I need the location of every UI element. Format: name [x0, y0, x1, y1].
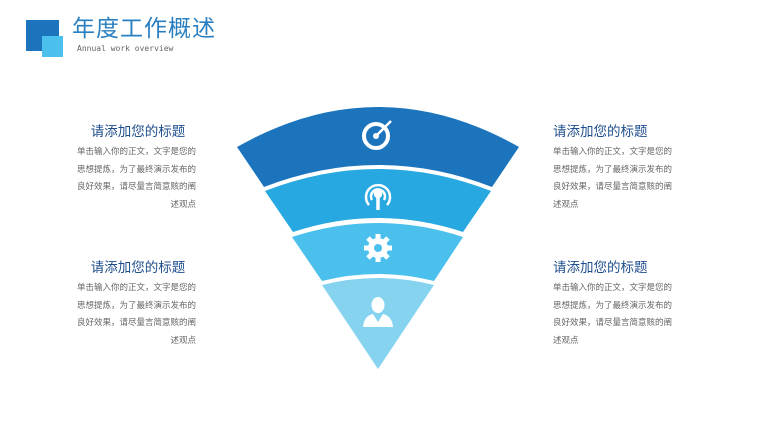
block-body: 单击输入你的正文，文字是您的思想提炼，为了最终演示发布的良好效果，请尽量言简意赅…: [553, 147, 673, 210]
gear-icon: [364, 234, 392, 262]
block-title: 请添加您的标题: [553, 124, 648, 140]
person-icon: [363, 297, 393, 327]
block-title: 请添加您的标题: [90, 124, 186, 140]
text-block-bottom-right: 请添加您的标题 单击输入你的正文，文字是您的思想提炼，为了最终演示发布的良好效果…: [553, 260, 679, 350]
block-body: 单击输入你的正文，文字是您的思想提炼，为了最终演示发布的良好效果，请尽量言简意赅…: [553, 283, 673, 346]
broadcast-icon: [364, 183, 392, 210]
block-title: 请添加您的标题: [90, 260, 186, 276]
block-body: 单击输入你的正文，文字是您的思想提炼，为了最终演示发布的良好效果，请尽量言简意赅…: [76, 147, 196, 210]
block-body: 单击输入你的正文，文字是您的思想提炼，为了最终演示发布的良好效果，请尽量言简意赅…: [76, 283, 196, 346]
logo-square-light: [42, 36, 63, 57]
text-block-bottom-left: 请添加您的标题 单击输入你的正文，文字是您的思想提炼，为了最终演示发布的良好效果…: [70, 260, 196, 350]
page-subtitle: Annual work overview: [77, 44, 174, 53]
page-title: 年度工作概述: [72, 16, 216, 42]
text-block-top-right: 请添加您的标题 单击输入你的正文，文字是您的思想提炼，为了最终演示发布的良好效果…: [553, 124, 679, 214]
target-icon: [362, 120, 392, 150]
text-block-top-left: 请添加您的标题 单击输入你的正文，文字是您的思想提炼，为了最终演示发布的良好效果…: [70, 124, 196, 214]
block-title: 请添加您的标题: [553, 260, 648, 276]
